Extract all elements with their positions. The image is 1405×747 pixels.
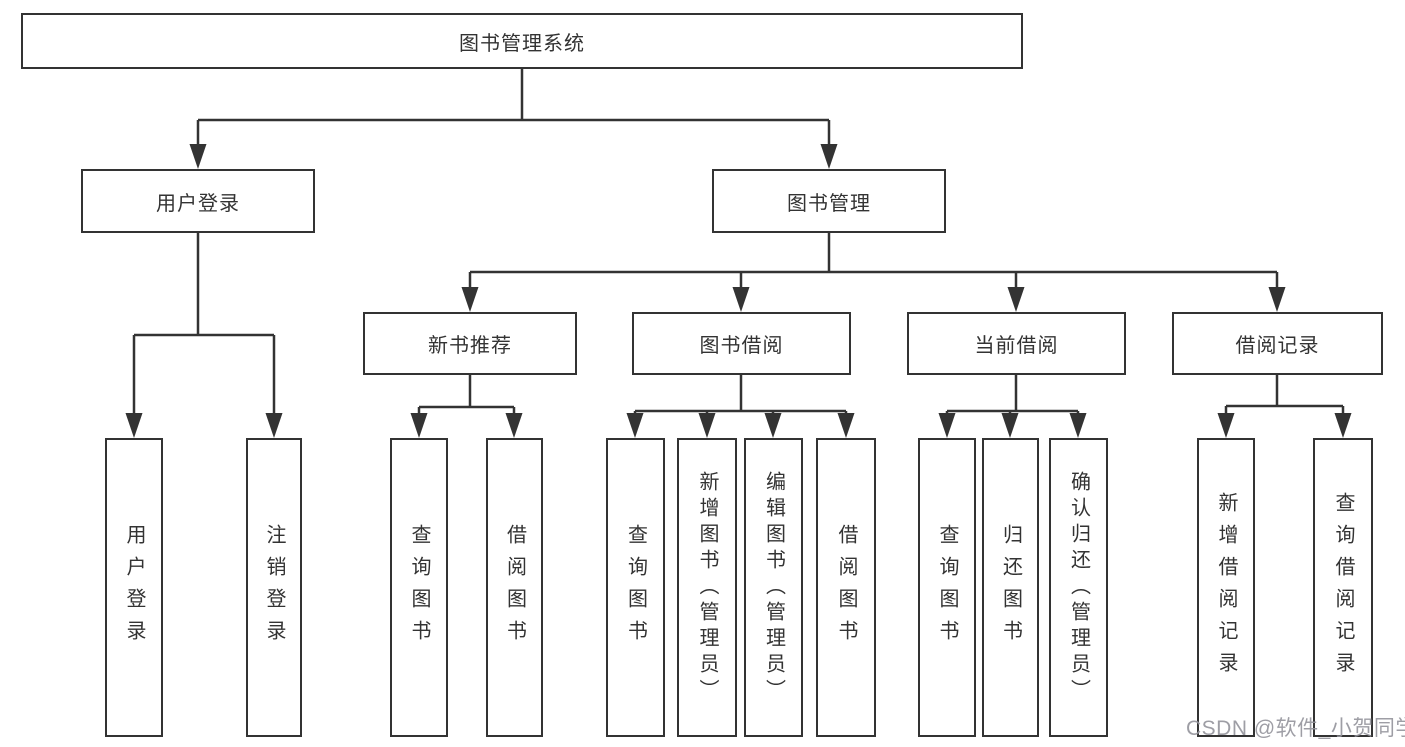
node-user-login-label: 用户登录	[156, 192, 240, 215]
arrowhead-down	[1007, 287, 1025, 312]
arrowhead-down	[626, 413, 644, 438]
node-new-book-recommendation-label: 新书推荐	[428, 335, 512, 357]
leaf-query-books-current-label: 查询图书	[936, 523, 958, 652]
node-book-management-label: 图书管理	[787, 192, 871, 215]
leaf-borrow-books-recommend-label: 借阅图书	[503, 523, 526, 652]
leaf-confirm-return-admin: 确认归还（管理员）	[1049, 438, 1108, 737]
arrowhead-down	[1069, 413, 1087, 438]
node-library-management-system: 图书管理系统	[21, 13, 1023, 69]
leaf-return-books: 归还图书	[982, 438, 1039, 737]
node-new-book-recommendation: 新书推荐	[363, 312, 577, 375]
arrowhead-down	[410, 413, 428, 438]
arrowhead-down	[938, 413, 956, 438]
leaf-edit-book-admin: 编辑图书（管理员）	[744, 438, 803, 737]
arrowhead-down	[837, 413, 855, 438]
leaf-query-borrowing-record: 查询借阅记录	[1313, 438, 1373, 737]
leaf-add-borrowing-record: 新增借阅记录	[1197, 438, 1255, 737]
node-current-borrowing-label: 当前借阅	[974, 335, 1059, 357]
leaf-query-books-recommend-label: 查询图书	[408, 523, 430, 652]
leaf-query-books-borrow: 查询图书	[606, 438, 665, 737]
leaf-add-book-admin: 新增图书（管理员）	[677, 438, 737, 737]
arrowhead-down	[764, 413, 782, 438]
leaf-logout-label: 注销登录	[263, 523, 285, 652]
leaf-logout: 注销登录	[246, 438, 302, 737]
arrowhead-down	[189, 144, 207, 169]
leaf-add-borrowing-record-label: 新增借阅记录	[1215, 491, 1237, 684]
node-book-borrowing-label: 图书借阅	[699, 335, 784, 357]
leaf-query-books-recommend: 查询图书	[390, 438, 448, 737]
arrowhead-down	[1268, 287, 1286, 312]
connector-root-to-level2	[196, 69, 831, 152]
node-current-borrowing: 当前借阅	[907, 312, 1126, 375]
arrowhead-down	[461, 287, 479, 312]
leaf-return-books-label: 归还图书	[999, 523, 1022, 652]
arrowhead-down	[698, 413, 716, 438]
node-book-management: 图书管理	[712, 169, 946, 233]
connector-book-management-to-level3	[468, 233, 1279, 298]
leaf-query-books-current: 查询图书	[918, 438, 976, 737]
arrowhead-down	[1217, 413, 1235, 438]
connector-new-book-recommendation-to-children	[417, 375, 516, 424]
watermark: CSDN @软件_小贺同学	[1186, 717, 1405, 740]
leaf-query-borrowing-record-label: 查询借阅记录	[1332, 491, 1354, 684]
arrowhead-down	[1001, 413, 1019, 438]
connector-book-borrowing-to-children	[633, 375, 848, 424]
node-user-login: 用户登录	[81, 169, 315, 233]
arrowhead-down	[125, 413, 143, 438]
leaf-user-login: 用户登录	[105, 438, 163, 737]
node-borrowing-records-label: 借阅记录	[1235, 335, 1320, 357]
leaf-confirm-return-admin-label: 确认归还（管理员）	[1067, 470, 1090, 705]
leaf-user-login-label: 用户登录	[123, 523, 145, 652]
leaf-add-book-admin-label: 新增图书（管理员）	[696, 470, 718, 705]
connector-borrowing-records-to-children	[1224, 375, 1345, 424]
node-book-borrowing: 图书借阅	[632, 312, 851, 375]
arrowhead-down	[732, 287, 750, 312]
node-library-management-system-label: 图书管理系统	[459, 32, 585, 55]
leaf-query-books-borrow-label: 查询图书	[624, 523, 647, 652]
leaf-borrow-books-borrow: 借阅图书	[816, 438, 876, 737]
arrowhead-down	[265, 413, 283, 438]
arrowhead-down	[820, 144, 838, 169]
arrowhead-down	[505, 413, 523, 438]
leaf-borrow-books-borrow-label: 借阅图书	[835, 523, 857, 652]
leaf-edit-book-admin-label: 编辑图书（管理员）	[762, 470, 785, 705]
arrowhead-down	[1334, 413, 1352, 438]
node-borrowing-records: 借阅记录	[1172, 312, 1383, 375]
connector-user-login-to-children	[132, 233, 276, 424]
leaf-borrow-books-recommend: 借阅图书	[486, 438, 543, 737]
